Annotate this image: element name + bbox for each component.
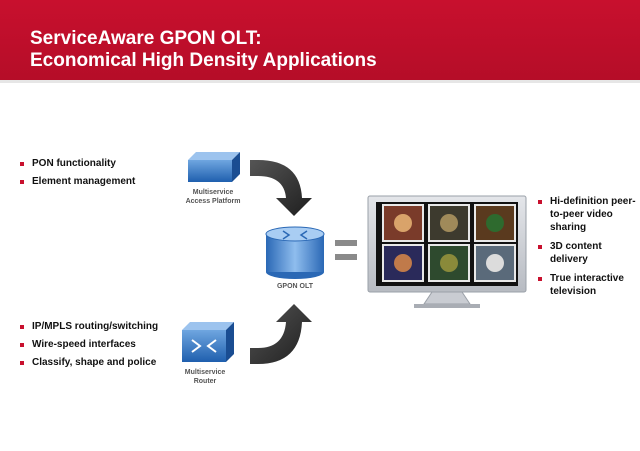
feature-item: Classify, shape and police	[20, 354, 158, 372]
title-line-1: ServiceAware GPON OLT:	[30, 28, 262, 49]
bottom-left-feature-list: IP/MPLS routing/switching Wire-speed int…	[20, 318, 158, 372]
access-platform-icon	[188, 152, 240, 182]
video-thumbnail-subject	[394, 214, 412, 232]
arrow-down-icon	[250, 160, 312, 216]
feature-item: 3D content delivery	[538, 240, 638, 266]
video-thumbnail-subject	[394, 254, 412, 272]
arrow-up-icon	[250, 304, 312, 364]
right-feature-list: Hi-definition peer-to-peer video sharing…	[538, 195, 638, 304]
equals-icon	[335, 240, 357, 260]
video-tiles	[382, 204, 516, 282]
page-title: ServiceAware GPON OLT: Economical High D…	[30, 28, 377, 72]
video-thumbnail-subject	[486, 254, 504, 272]
title-line-2: Economical High Density Applications	[30, 50, 377, 71]
router-icon	[182, 322, 234, 362]
olt-cylinder-icon	[265, 226, 325, 279]
video-thumbnail-subject	[440, 214, 458, 232]
feature-item: Wire-speed interfaces	[20, 336, 158, 354]
olt-caption: GPON OLT	[276, 283, 314, 290]
feature-item: True interactive television	[538, 272, 638, 298]
top-left-feature-list: PON functionality Element management	[20, 155, 135, 191]
router-caption: Multiservice Router	[184, 369, 226, 385]
feature-item: PON functionality	[20, 155, 135, 173]
access-platform-caption: Multiservice Access Platform	[185, 189, 241, 205]
video-thumbnail-subject	[486, 214, 504, 232]
video-thumbnail-subject	[440, 254, 458, 272]
feature-item: Element management	[20, 173, 135, 191]
title-banner: ServiceAware GPON OLT: Economical High D…	[0, 0, 640, 83]
feature-item: Hi-definition peer-to-peer video sharing	[538, 195, 638, 234]
feature-item: IP/MPLS routing/switching	[20, 318, 158, 336]
